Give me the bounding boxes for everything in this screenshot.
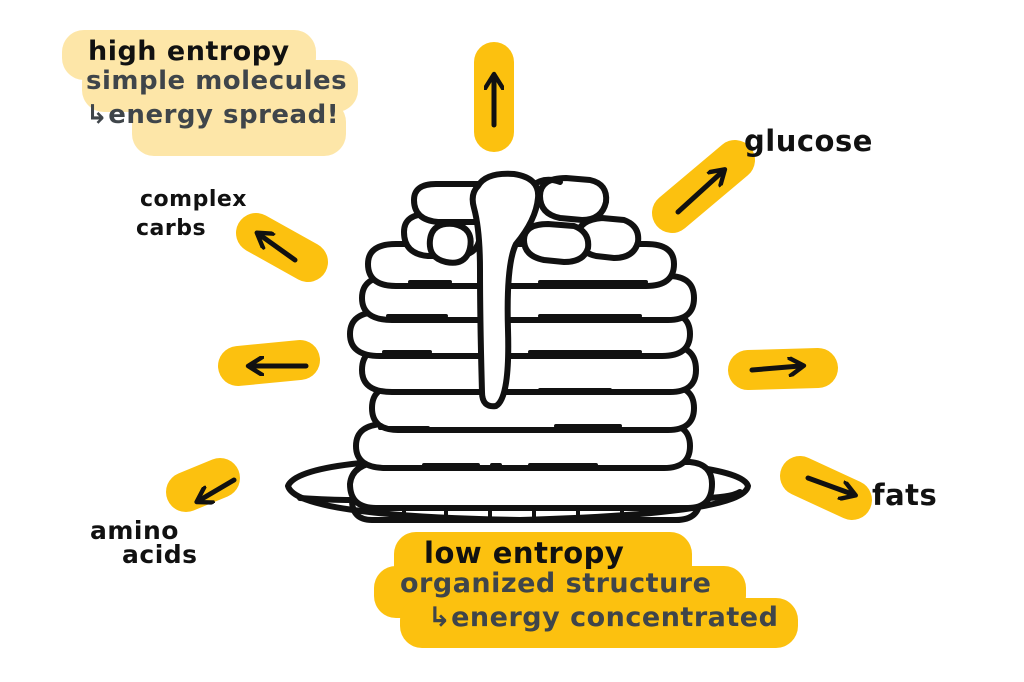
- branch-arrow-icon: ↳: [428, 602, 452, 633]
- arrow-amino-acids: [166, 458, 240, 512]
- bottom-note-highlight-c: [400, 598, 798, 648]
- arrow-fats: [780, 456, 872, 520]
- bottom-note-line1: organized structure: [400, 568, 712, 599]
- label-fats: fats: [872, 478, 938, 512]
- top-note-line2-text: energy spread!: [108, 100, 340, 130]
- arrow-complex-carbs: [236, 213, 328, 282]
- top-note-line1: simple molecules: [86, 66, 348, 96]
- bottom-note-title: low entropy: [424, 536, 625, 570]
- label-complex: complex: [140, 187, 247, 212]
- top-note-title: high entropy: [88, 36, 290, 67]
- label-carbs: carbs: [136, 216, 207, 241]
- arrow-left: [218, 340, 320, 386]
- branch-arrow-icon: ↳: [86, 100, 109, 130]
- arrow-glucose: [652, 140, 755, 233]
- label-amino: amino: [90, 516, 179, 545]
- top-note-line2: ↳energy spread!: [86, 100, 339, 130]
- bottom-note-line2-text: energy concentrated: [451, 602, 779, 633]
- bottom-note-line2: ↳energy concentrated: [428, 602, 778, 633]
- label-acids: acids: [122, 540, 198, 569]
- label-glucose: glucose: [744, 124, 873, 158]
- arrow-right: [728, 348, 838, 390]
- top-note-highlight-c: [132, 100, 346, 156]
